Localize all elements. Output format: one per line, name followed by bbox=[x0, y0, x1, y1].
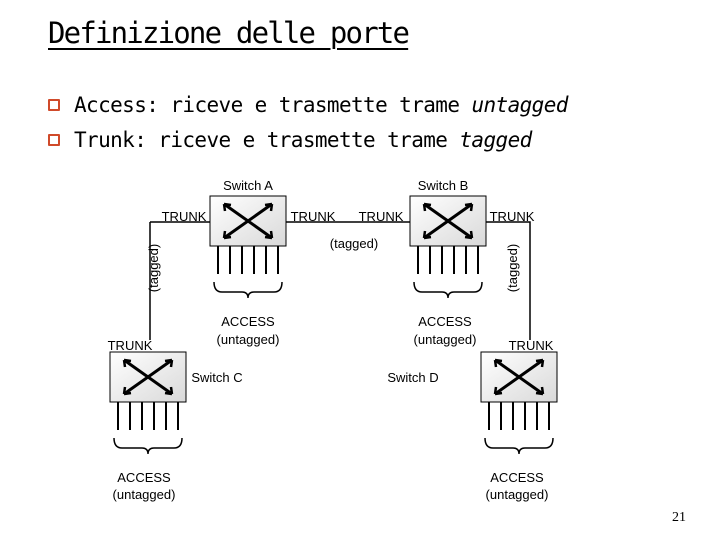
bullet-emphasis: tagged bbox=[459, 128, 532, 152]
bullet-term: Trunk bbox=[74, 128, 135, 152]
trunk-label-b-right: TRUNK bbox=[490, 209, 535, 224]
bullet-marker bbox=[48, 99, 60, 111]
trunk-label-a-right: TRUNK bbox=[291, 209, 336, 224]
access-label-b: ACCESS bbox=[418, 314, 472, 329]
untagged-label-c: (untagged) bbox=[113, 487, 176, 502]
switch-a-label: Switch A bbox=[223, 178, 273, 193]
switch-c bbox=[108, 350, 188, 455]
bullet-text: : riceve e trasmette trame bbox=[134, 128, 460, 152]
trunk-label-c: TRUNK bbox=[108, 338, 153, 353]
access-label-c: ACCESS bbox=[117, 470, 171, 485]
access-label-d: ACCESS bbox=[490, 470, 544, 485]
untagged-label-b: (untagged) bbox=[414, 332, 477, 347]
bullet-marker bbox=[48, 134, 60, 146]
bullet-term: Access bbox=[74, 93, 147, 117]
trunk-label-a-left: TRUNK bbox=[162, 209, 207, 224]
bullet-trunk: Trunk: riceve e trasmette trame tagged bbox=[48, 128, 532, 152]
switch-a bbox=[208, 194, 288, 299]
switch-d bbox=[479, 350, 559, 455]
switch-d-label: Switch D bbox=[387, 370, 438, 385]
switch-c-label: Switch C bbox=[191, 370, 242, 385]
untagged-label-d: (untagged) bbox=[486, 487, 549, 502]
access-label-a: ACCESS bbox=[221, 314, 275, 329]
tagged-label-b-d: (tagged) bbox=[505, 244, 520, 292]
trunk-label-d: TRUNK bbox=[509, 338, 554, 353]
link-b-d bbox=[486, 221, 531, 340]
switch-b bbox=[408, 194, 488, 299]
tagged-label-a-b: (tagged) bbox=[330, 236, 378, 251]
bullet-text: : riceve e trasmette trame bbox=[146, 93, 472, 117]
slide-title: Definizione delle porte bbox=[48, 16, 410, 50]
bullet-emphasis: untagged bbox=[471, 93, 568, 117]
switch-b-label: Switch B bbox=[418, 178, 469, 193]
page-number: 21 bbox=[672, 510, 686, 525]
tagged-label-a-c: (tagged) bbox=[146, 244, 161, 292]
trunk-label-b-left: TRUNK bbox=[359, 209, 404, 224]
untagged-label-a: (untagged) bbox=[217, 332, 280, 347]
bullet-access: Access: riceve e trasmette trame untagge… bbox=[48, 93, 568, 117]
